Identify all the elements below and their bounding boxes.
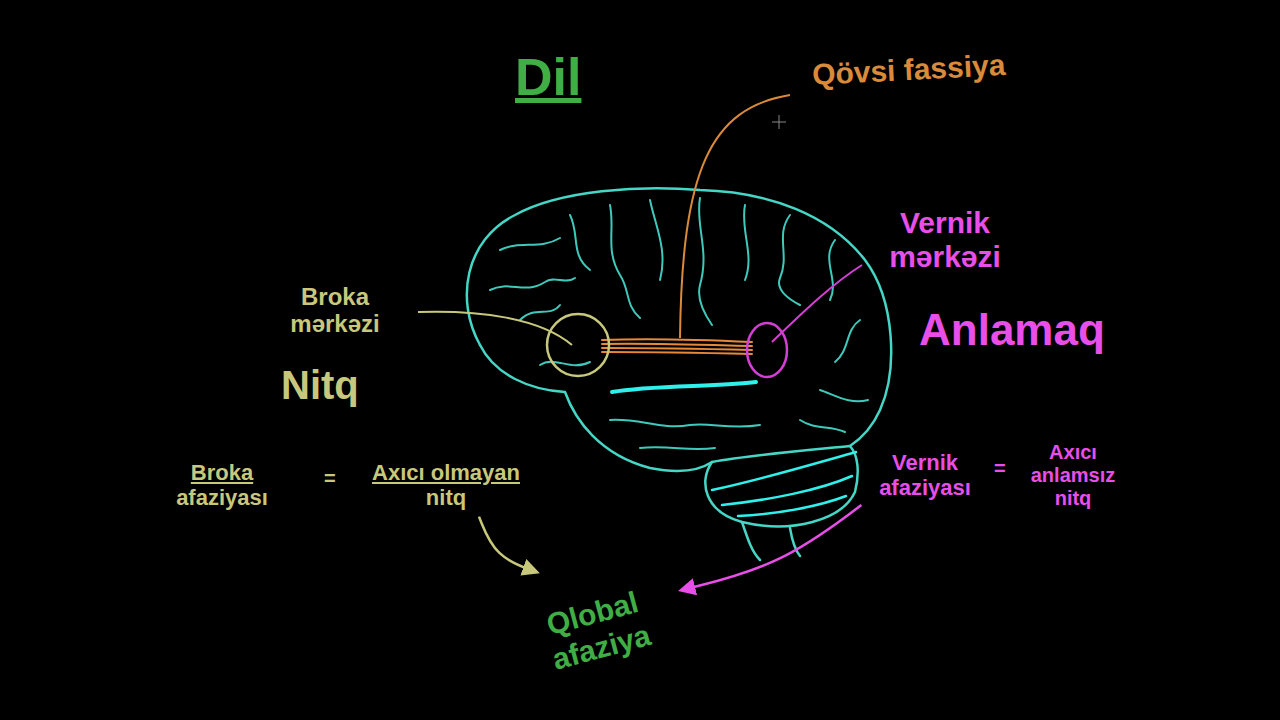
cursor — [772, 115, 786, 129]
leader-line — [418, 312, 572, 345]
equals-sign: = — [324, 467, 336, 490]
broca-area — [547, 314, 609, 376]
condition-node: Vernik afaziyası — [863, 448, 987, 503]
node-text: Vernik afaziyası — [865, 450, 985, 501]
function-label: Nitq — [281, 362, 359, 408]
temporal-lobe-outline — [480, 345, 712, 471]
cerebellum-outline — [705, 446, 857, 526]
structure-label: Broka mərkəzi — [273, 283, 398, 338]
leader-line — [772, 265, 862, 342]
arrow-connector — [681, 505, 861, 590]
wernicke-area — [747, 323, 787, 377]
lateral-sulcus — [612, 382, 756, 392]
structure-label: Vernik mərkəzi — [870, 206, 1020, 275]
brain-outline — [467, 188, 891, 446]
condition-node: Qlobal afaziya — [518, 576, 676, 684]
diagram-title: Dil — [515, 48, 581, 108]
description-label: Axıcı anlamsız nitq — [1018, 441, 1128, 510]
brain-stem — [742, 522, 800, 560]
node-text: Axıcı olmayan nitq — [359, 460, 534, 511]
cerebellum-folds — [712, 452, 856, 516]
arcuate-fasciculus — [602, 339, 752, 354]
structure-label: Qövsi fassiya — [811, 47, 1006, 92]
sulci — [490, 198, 868, 449]
equals-sign: = — [994, 457, 1006, 480]
symptom-node: Axıcı olmayan nitq — [357, 458, 536, 513]
node-text: Qlobal afaziya — [520, 579, 673, 682]
function-label: Anlamaq — [919, 305, 1105, 356]
arrow-connector — [479, 517, 537, 572]
condition-label: Broka afaziyası — [162, 460, 282, 511]
leader-line — [680, 95, 790, 338]
